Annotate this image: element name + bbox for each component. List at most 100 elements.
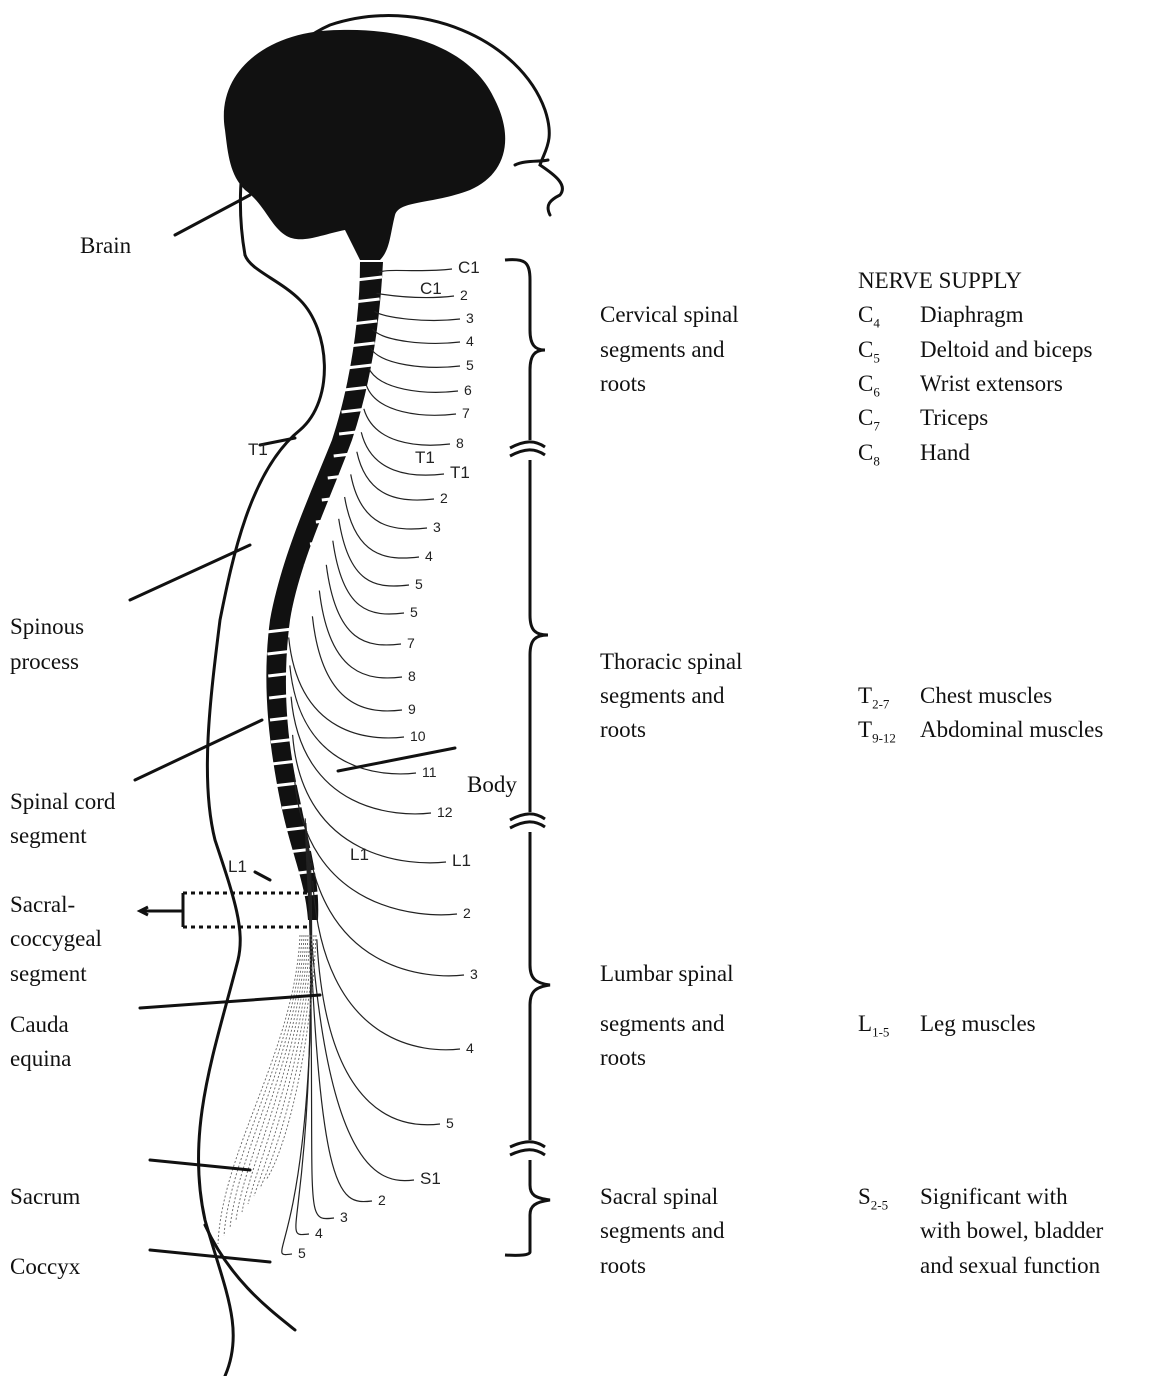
thoracic-leader-line — [312, 616, 402, 711]
label-sacral-cocc-line2: coccygeal — [10, 922, 102, 956]
thoracic-leader-line — [345, 497, 419, 558]
thoracic-segment-label: 3 — [433, 519, 441, 535]
nerve-muscle: Diaphragm — [920, 302, 1023, 327]
vertebra-level-mark: L1 — [228, 857, 247, 876]
sacral-segment-label: 2 — [378, 1192, 386, 1208]
nerve-sacral-line3: and sexual function — [920, 1249, 1100, 1283]
nerve-muscle: Hand — [920, 440, 970, 465]
cervical-leader-line — [373, 329, 460, 343]
sacral-segment-label: 3 — [340, 1209, 348, 1225]
cervical-segment-label: 8 — [456, 435, 464, 451]
sacral-coccygeal-bracket — [183, 893, 310, 927]
label-cord-line2: segment — [10, 819, 87, 853]
lumbar-segment-label: 2 — [463, 905, 471, 921]
region-thoracic-line2: segments and — [600, 679, 725, 713]
thoracic-segment-label: 5 — [410, 604, 418, 620]
thoracic-segment-label: 5 — [415, 576, 423, 592]
nerve-muscle: Leg muscles — [920, 1011, 1036, 1036]
nerve-code: L1-5 — [858, 1007, 920, 1050]
thoracic-segment-label: 9 — [408, 701, 416, 717]
label-sacral-cocc-line1: Sacral- — [10, 888, 75, 922]
label-cord-line1: Spinal cord — [10, 785, 115, 819]
cervical-segment-label: 7 — [462, 405, 470, 421]
label-brain: Brain — [80, 229, 131, 263]
cervical-leader-line — [377, 293, 454, 297]
nerve-code: C8 — [858, 436, 920, 479]
cervical-segment-label: 6 — [464, 382, 472, 398]
thoracic-segment-label: 12 — [437, 804, 453, 820]
disc-line — [310, 541, 336, 544]
thoracic-segment-label: 7 — [407, 635, 415, 651]
region-cervical-line1: Cervical spinal — [600, 298, 739, 332]
cervical-leader-line — [364, 409, 450, 445]
nerve-muscle: Chest muscles — [920, 683, 1052, 708]
segment-leader-lines — [282, 269, 464, 1255]
disc-line — [298, 585, 324, 588]
sacral-segment-label: S1 — [420, 1169, 441, 1188]
cervical-segment-label: C1 — [458, 258, 480, 277]
nerve-row-c8: C8Hand — [858, 436, 970, 479]
cervical-leader-line — [371, 348, 460, 367]
nerve-muscle: Wrist extensors — [920, 371, 1063, 396]
label-sacral-cocc-line3: segment — [10, 957, 87, 991]
thoracic-leader-line — [351, 474, 427, 529]
thoracic-segment-label: 10 — [410, 728, 426, 744]
region-brackets — [505, 260, 550, 1256]
sacral-leader-line — [282, 863, 312, 1255]
label-spinous-line2: process — [10, 645, 79, 679]
region-sacral-line3: roots — [600, 1249, 646, 1283]
thoracic-leader-line — [333, 541, 404, 614]
thoracic-leader-line — [319, 591, 402, 678]
thoracic-segment-label: 4 — [425, 548, 433, 564]
lumbar-leader-line — [294, 775, 457, 914]
thoracic-segment-label: 8 — [408, 668, 416, 684]
cervical-segment-label: 2 — [460, 287, 468, 303]
region-thoracic-line3: roots — [600, 713, 646, 747]
label-coccyx: Coccyx — [10, 1250, 80, 1284]
nerve-code: S2-5 — [858, 1180, 920, 1223]
lumbar-segment-label: 4 — [466, 1040, 474, 1056]
cauda-root-line — [248, 935, 310, 1204]
cervical-segment-label: 3 — [466, 310, 474, 326]
vertebra-level-mark: L1 — [350, 845, 369, 864]
lumbar-segment-label: 3 — [470, 966, 478, 982]
cervical-leader-line — [375, 311, 460, 320]
disc-line — [292, 607, 318, 610]
label-spinous-line1: Spinous — [10, 610, 84, 644]
nerve-muscle: Abdominal muscles — [920, 717, 1103, 742]
region-lumbar-line1: Lumbar spinal — [600, 957, 734, 991]
nerve-muscle: Triceps — [920, 405, 988, 430]
thoracic-leader-line — [339, 519, 409, 586]
bracket-ends — [140, 893, 183, 927]
brain-shape — [224, 30, 505, 260]
label-cauda-line1: Cauda — [10, 1008, 69, 1042]
cauda-root-line — [230, 935, 304, 1228]
thoracic-segment-label: T1 — [450, 463, 470, 482]
region-cervical-line3: roots — [600, 367, 646, 401]
label-sacrum: Sacrum — [10, 1180, 80, 1214]
vertebra-level-mark: T1 — [248, 440, 268, 459]
region-cervical-line2: segments and — [600, 333, 725, 367]
region-lumbar-line3: roots — [600, 1041, 646, 1075]
cervical-segment-label: 4 — [466, 333, 474, 349]
lumbar-leader-line — [317, 939, 440, 1125]
region-sacral-line2: segments and — [600, 1214, 725, 1248]
thoracic-segment-label: 2 — [440, 490, 448, 506]
lumbar-segment-label: 5 — [446, 1115, 454, 1131]
cauda-root-line — [236, 935, 306, 1220]
vertebra-level-mark: T1 — [415, 448, 435, 467]
cervical-leader-line — [368, 368, 458, 393]
label-body: Body — [467, 768, 517, 802]
cervical-leader-line — [379, 269, 452, 272]
lumbar-leader-line — [306, 823, 464, 976]
thoracic-segment-label: 11 — [422, 764, 437, 780]
nerve-supply-title: NERVE SUPPLY — [858, 264, 1022, 298]
label-cauda-line2: equina — [10, 1042, 71, 1076]
region-lumbar-line2: segments and — [600, 1007, 725, 1041]
region-thoracic-line1: Thoracic spinal — [600, 645, 742, 679]
nerve-muscle: Significant with — [920, 1184, 1068, 1209]
nerve-code: T9-12 — [858, 713, 920, 756]
